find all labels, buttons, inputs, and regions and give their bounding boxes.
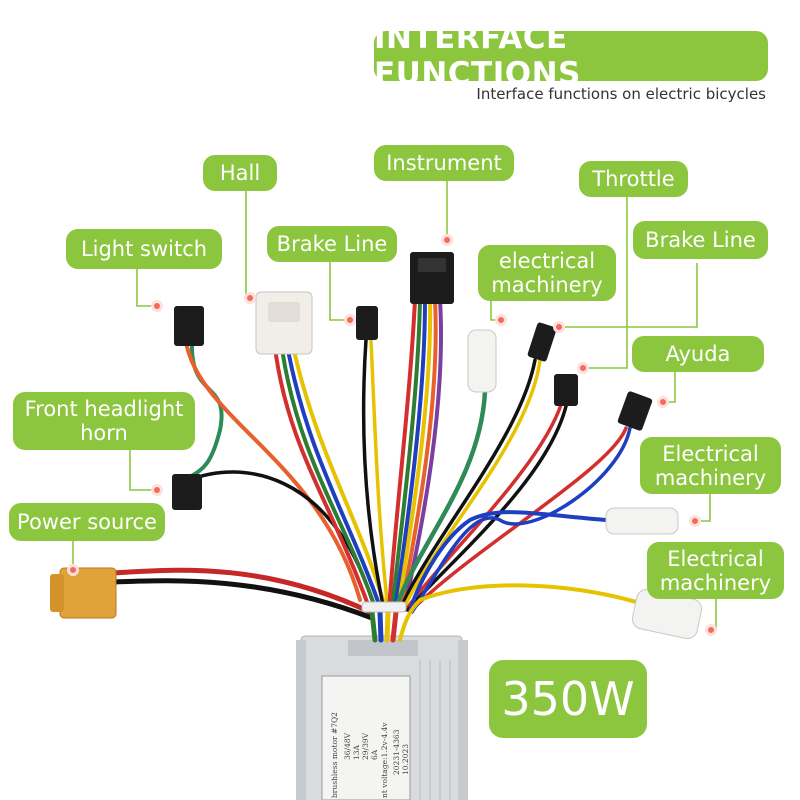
- hall-connector: [255, 291, 313, 355]
- label-brake-line-right: Brake Line: [633, 221, 768, 259]
- controller-label-line: 29/39V: [361, 732, 370, 760]
- markers: [67, 234, 717, 636]
- marker-headlight: [151, 484, 163, 496]
- electrical-mid-connector: [617, 391, 653, 431]
- label-front-headlight-horn: Front headlight horn: [13, 392, 195, 450]
- label-throttle: Throttle: [579, 161, 688, 197]
- marker-instrument: [441, 234, 453, 246]
- headlight-connector: [172, 474, 202, 510]
- marker-electrical-bottom: [705, 624, 717, 636]
- label-brake-line-left: Brake Line: [267, 226, 397, 262]
- label-ayuda: Ayuda: [632, 336, 764, 372]
- light-switch-connector: [174, 306, 204, 346]
- marker-light-switch: [151, 300, 163, 312]
- ayuda-connector: [554, 374, 578, 406]
- cable-tie: [361, 601, 407, 613]
- marker-ayuda: [657, 396, 669, 408]
- controller-box: [296, 635, 468, 800]
- controller-label-line: nt voltage:1.2v-4.4v: [380, 722, 389, 799]
- power-rating-badge: 350W: [489, 660, 647, 738]
- label-power-source: Power source: [9, 503, 165, 541]
- brake-right-connector: [527, 322, 557, 362]
- marker-power-source: [67, 564, 79, 576]
- page-title: INTERFACE FUNCTIONS: [374, 20, 768, 92]
- wires: [109, 298, 642, 643]
- controller-label-line: 36/48V: [343, 732, 352, 760]
- controller-label-line: 6A: [370, 749, 379, 760]
- page-subtitle: Interface functions on electric bicycles: [476, 85, 766, 103]
- label-light-switch: Light switch: [66, 229, 222, 269]
- motor-mid-connector: [605, 507, 679, 535]
- label-hall: Hall: [203, 155, 277, 191]
- marker-throttle: [577, 362, 589, 374]
- connectors: [50, 252, 703, 640]
- marker-electrical-top: [495, 314, 507, 326]
- marker-electrical-mid: [689, 515, 701, 527]
- marker-hall: [244, 292, 256, 304]
- power-source-connector: [59, 567, 117, 619]
- controller-label-line: 13A: [352, 745, 361, 760]
- controller-label-line: 20231-4363: [392, 729, 401, 775]
- marker-brake-right: [553, 321, 565, 333]
- label-instrument: Instrument: [374, 145, 514, 181]
- marker-brake-left: [344, 314, 356, 326]
- label-electrical-machinery-mid: Electrical machinery: [640, 437, 781, 494]
- controller-label-line: 10.2023: [401, 743, 410, 775]
- leader-lines: [72, 180, 717, 631]
- motor-top-connector: [467, 329, 497, 393]
- label-electrical-machinery-top: electrical machinery: [478, 245, 616, 301]
- brake-left-connector: [356, 306, 378, 340]
- controller-label-line: brushless motor #7Q2: [330, 712, 339, 798]
- label-electrical-machinery-bottom: Electrical machinery: [647, 542, 784, 599]
